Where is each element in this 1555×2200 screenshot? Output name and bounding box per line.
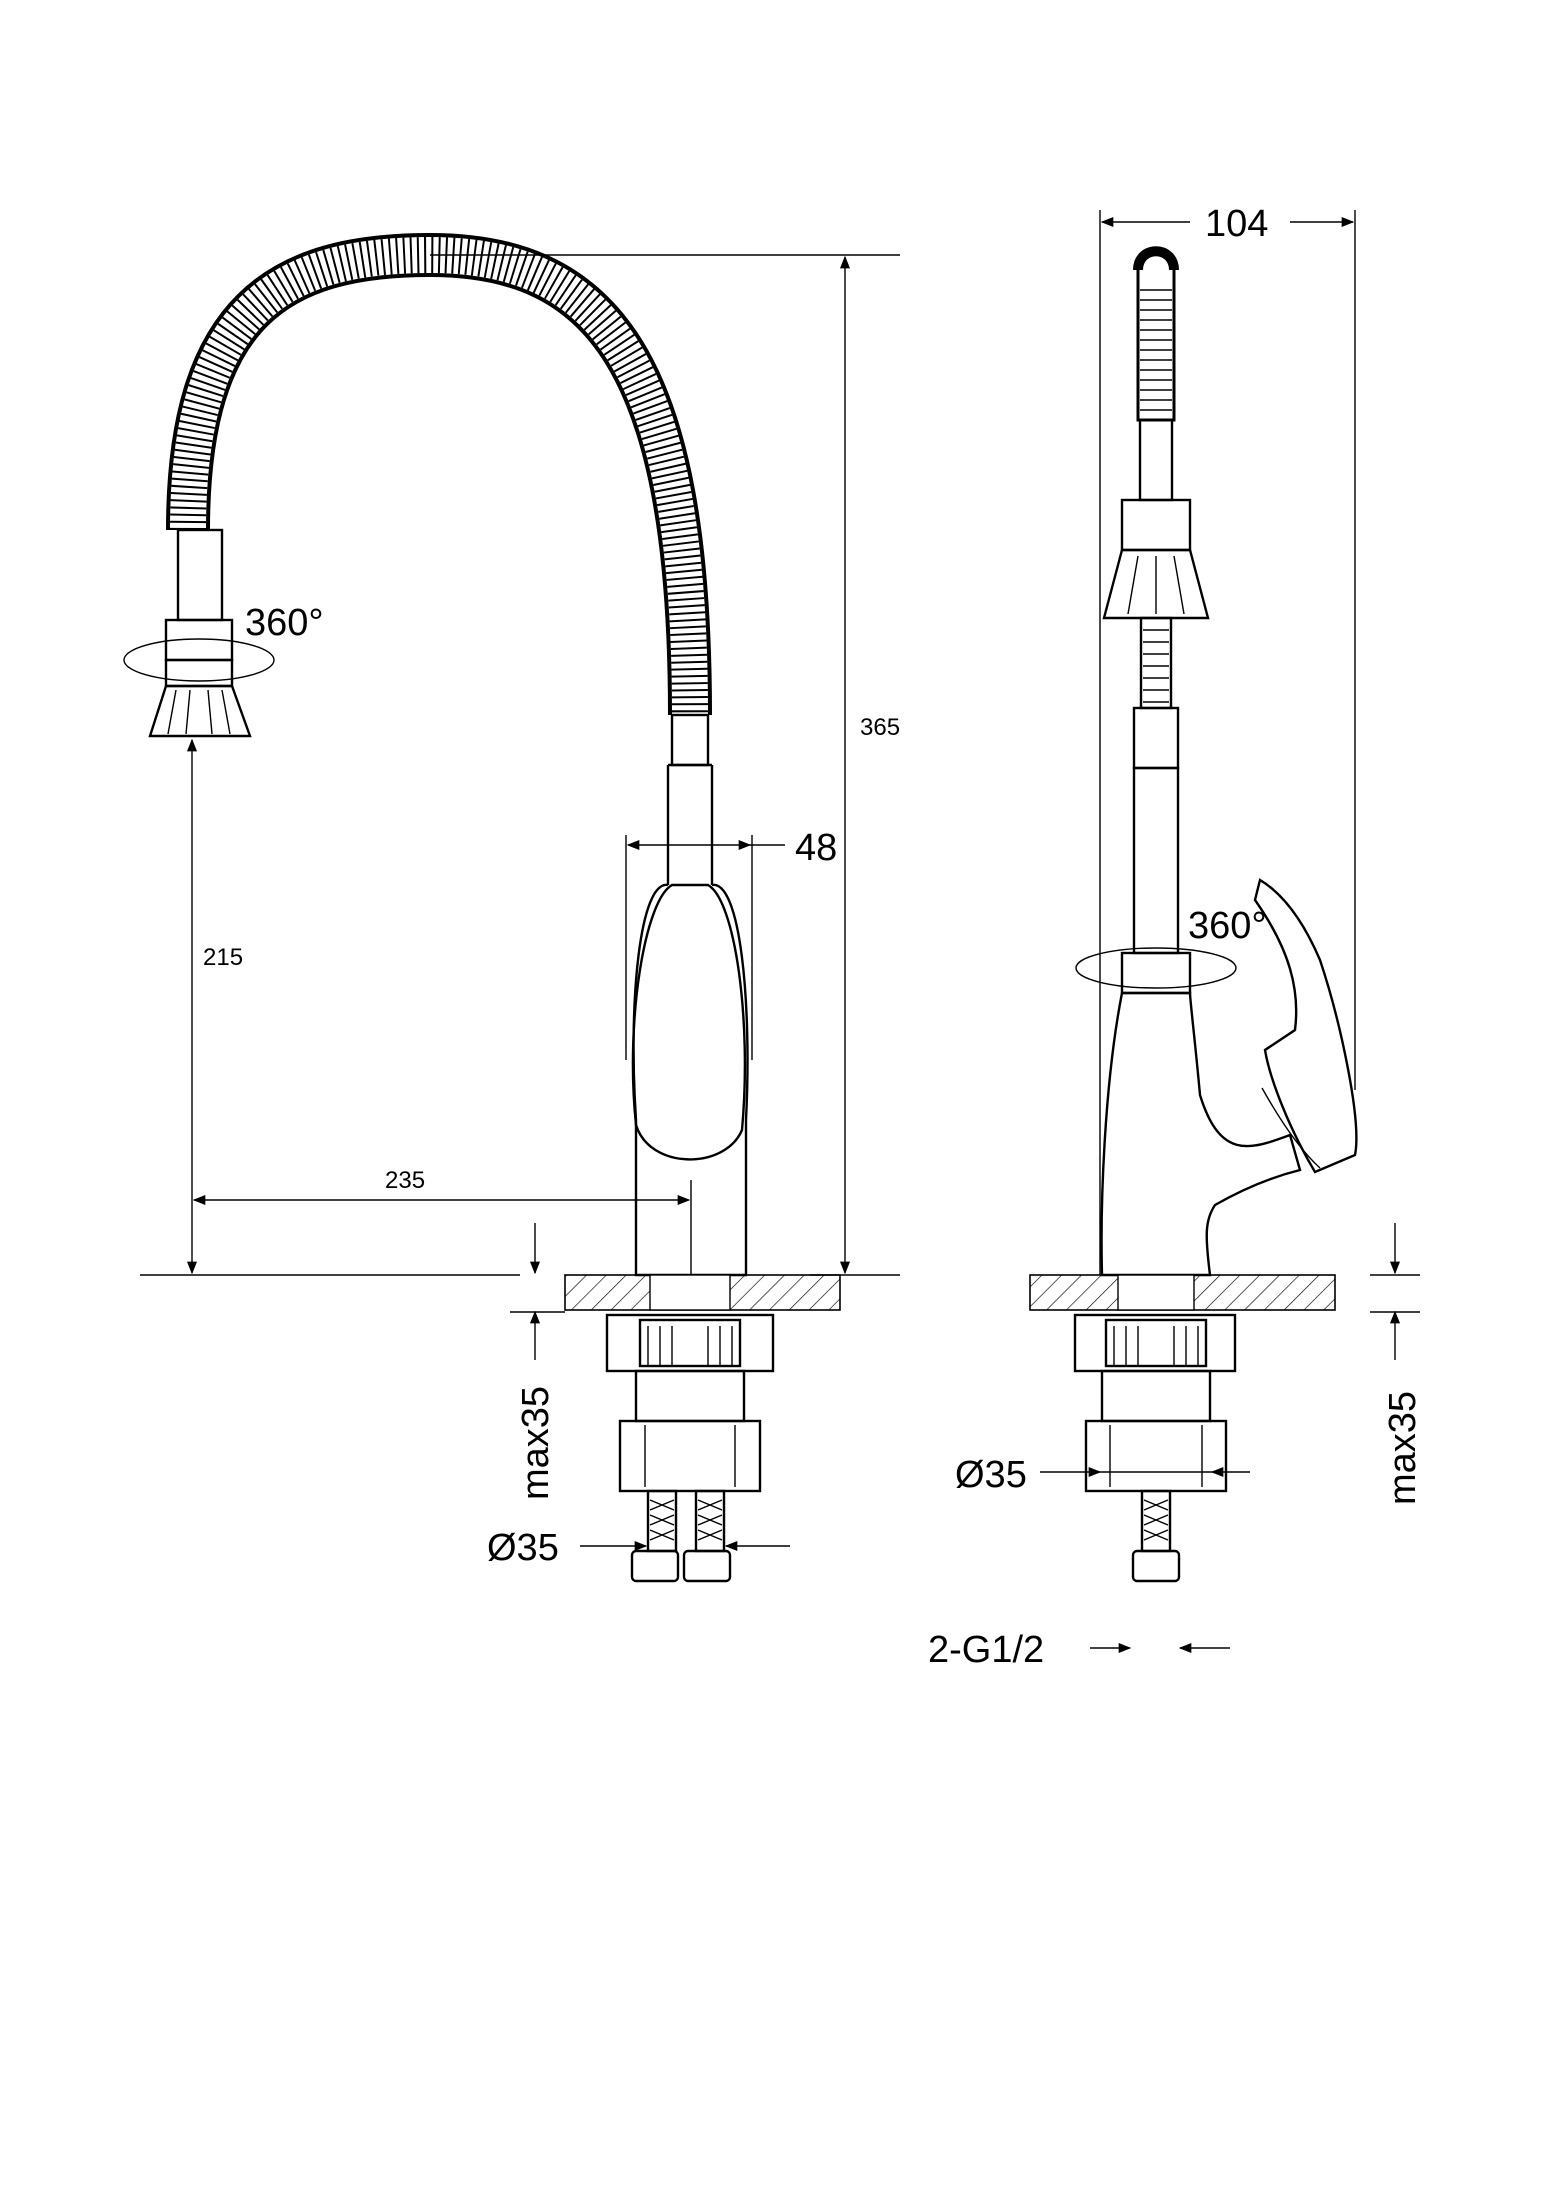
front-faucet-body: [631, 713, 749, 1277]
reach-235-label: 235: [385, 1167, 425, 1194]
side-mounting-nut: [1073, 1313, 1237, 1583]
thread-g12-label: 2-G1/2: [928, 1629, 1044, 1671]
side-flexible-hose: [1133, 246, 1179, 422]
side-lever-handle: [1253, 878, 1358, 1174]
front-flexible-hose: [166, 232, 712, 716]
front-body-diameter-dimension: 48: [625, 827, 837, 1060]
side-mount-thickness-dimension: max35: [1370, 1223, 1424, 1505]
front-hole-diameter-dimension: Ø35: [487, 1527, 790, 1569]
front-mounting-nut: [605, 1313, 775, 1583]
spout-height-215-label: 215: [203, 944, 243, 971]
front-height-dimension: 365: [430, 254, 900, 1276]
front-mount-thickness-dimension: max35: [510, 1223, 565, 1500]
side-countertop: [1029, 1274, 1336, 1311]
front-view: 365 215 235 48 360° max35: [123, 232, 900, 1583]
front-rotation-360-label: 360°: [245, 602, 324, 644]
mount-max35-label: max35: [515, 1386, 557, 1500]
side-mount-max35-label: max35: [1382, 1391, 1424, 1505]
front-reach-dimension: 235: [192, 1167, 691, 1206]
side-faucet-body: [1075, 947, 1302, 1277]
side-spout-head: [1102, 418, 1210, 955]
side-rotation-360-label: 360°: [1188, 905, 1267, 947]
side-depth-dimension: 104: [1099, 203, 1356, 1275]
depth-104-label: 104: [1205, 203, 1268, 245]
side-hole-35-label: Ø35: [955, 1454, 1027, 1496]
front-hole-35-label: Ø35: [487, 1527, 559, 1569]
front-countertop: [140, 1274, 841, 1311]
front-spout-head: [123, 528, 275, 738]
side-hole-diameter-dimension: Ø35: [955, 1454, 1250, 1496]
height-365-label: 365: [860, 714, 900, 741]
front-spout-height-dimension: 215: [186, 738, 243, 1275]
side-thread-dimension: 2-G1/2: [928, 1629, 1230, 1671]
side-view: 104 360°: [928, 203, 1424, 1671]
diameter-48-label: 48: [795, 827, 837, 869]
